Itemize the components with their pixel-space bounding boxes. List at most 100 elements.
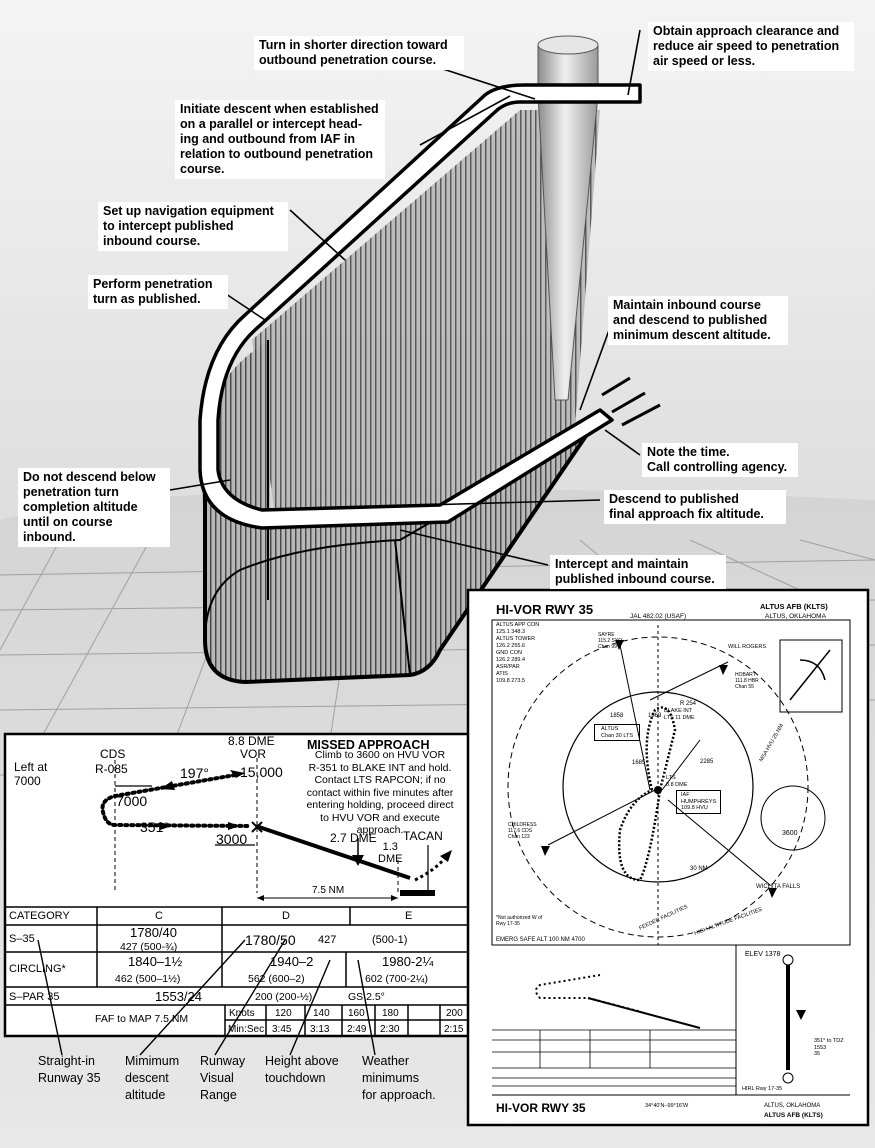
plate-sayre: SAYRE 115.2 SYO Chan 99 [598,632,623,650]
missed-approach-text: Climb to 3600 on HVU VOR R-351 to BLAKE … [306,749,454,836]
plate-coords: 34°40'N–99°16'W [645,1103,689,1109]
alt-15000-label: 15,000 [240,764,283,780]
callout-initiate-descent: Initiate descent when established on a p… [175,100,385,179]
label-weather-minimums: Weather minimums for approach. [362,1054,436,1102]
category-d-header: D [282,910,290,922]
minsec-200: 2:15 [444,1024,464,1035]
circling-e-minimum: 1980-2¼ [382,954,433,969]
spar-height: 200 (200-½) [255,991,312,1003]
spar-glideslope: GS 2.5° [348,991,385,1003]
plate-elev-1685: 1685 [632,760,646,766]
dme-2-7-label: 2.7 DME [330,831,377,845]
plate-hobart: HOBART 111.8 HBR Chan 55 [735,672,759,690]
plate-bottom-city: ALTUS, OKLAHOMA [764,1103,820,1109]
spar-row-label: S–PAR 35 [9,991,60,1003]
s35-d-minimum: 1780/50 [245,932,296,948]
missed-approach-title: MISSED APPROACH [307,738,429,752]
plate-elev: ELEV 1378 [745,951,781,958]
knots-140: 140 [313,1008,330,1019]
callout-maintain-inbound: Maintain inbound course and descend to p… [608,296,788,345]
distance-7-5-label: 7.5 NM [312,885,344,896]
label-height-above-touchdown: Height above touchdown [265,1054,339,1085]
plate-bottom-title: HI-VOR RWY 35 [496,1101,586,1115]
circling-c-height: 462 (500–1½) [115,973,180,985]
callout-do-not-descend: Do not descend below penetration turn co… [18,468,170,547]
plate-airport: ALTUS AFB (KLTS) [760,602,828,611]
knots-160: 160 [348,1008,365,1019]
plate-blake: BLAKE INT LTS 11 DME [664,708,695,721]
plate-childress: CHILDRESS 117.6 CDS Chan 123 [508,822,537,840]
plate-r254: R 254 [680,701,697,707]
callout-turn-shorter-direction: Turn in shorter direction toward outboun… [254,36,464,70]
tacan-label: TACAN [403,829,443,843]
label-straight-in: Straight-in Runway 35 [38,1054,101,1085]
plate-will-rogers: WILL ROGERS [728,644,766,650]
profile-labels: CDS R-085 8.8 DME VOR 15,000 7000 3000 1… [9,734,464,1035]
plate-elev-1869: 1869 [648,713,662,719]
s35-d-height: 427 [318,934,336,946]
callout-leaders [169,29,641,566]
callout-intercept-inbound: Intercept and maintain published inbound… [550,555,726,589]
callout-descend-faf: Descend to published final approach fix … [604,490,786,524]
plate-elev-2285: 2285 [700,759,714,765]
plate-title: HI-VOR RWY 35 [496,602,593,617]
minsec-120: 3:45 [272,1024,292,1035]
minsec-140: 3:13 [310,1024,330,1035]
plate-runway-info: 351° to TDZ 1553 35 [814,1038,844,1057]
plate-altus-box: ALTUS Chan 30 LTS [594,724,641,741]
flight-path-ribbon [198,83,661,530]
s35-c-minimum: 1780/40 [130,925,177,940]
circling-d-minimum: 1940–2 [270,954,313,969]
label-runway-visual-range: Runway Visual Range [200,1054,246,1102]
s35-c-height: 427 (500-¾) [120,941,177,953]
callout-penetration-turn: Perform penetration turn as published. [88,275,228,309]
circling-c-minimum: 1840–1½ [128,954,182,969]
plate-bottom-airport: ALTUS AFB (KLTS) [764,1112,823,1119]
profile-left-at-7000: Left at 7000 [14,760,48,788]
circling-e-height: 602 (700-2¼) [365,973,428,985]
minsec-label: Min:Sec [228,1024,264,1035]
approach-plate [466,588,870,1127]
knots-180: 180 [382,1008,399,1019]
plate-30nm: 30 NM [690,866,708,872]
minsec-160: 2:49 [347,1024,367,1035]
plate-emerg: EMERG SAFE ALT 100 NM 4700 [496,937,585,943]
cds-label: CDS [100,747,125,761]
category-c-header: C [155,910,163,922]
dme-1-3-label: 1.3 DME [378,841,403,865]
circling-row-label: CIRCLING* [9,963,67,975]
plate-msa-alt: 3600 [782,830,798,837]
heading-197-label: 197° [180,765,209,781]
circling-d-height: 562 (600–2) [248,973,305,985]
callout-obtain-clearance: Obtain approach clearance and reduce air… [648,22,854,71]
cds-radial-label: R-085 [95,762,128,776]
faf-to-map-label: FAF to MAP 7.5 NM [95,1013,188,1025]
plate-comms: ALTUS APP CON 125.1 348.3 ALTUS TOWER 12… [496,622,540,684]
knots-200: 200 [446,1008,463,1019]
heading-351-label: 351° [140,819,169,835]
knots-label: Knots [229,1008,255,1019]
plate-not-authorized: *Not authorized W of Rwy 17-35 [496,915,543,927]
plate-hirl: HIRL Rwy 17-35 [742,1086,782,1092]
plate-iaf: IAF HUMPHREYS 109.8 HVU [676,790,722,814]
callout-navigation-equipment: Set up navigation equipment to intercept… [98,202,288,251]
label-minimum-descent-altitude: Mimimum descent altitude [125,1054,180,1102]
knots-120: 120 [275,1008,292,1019]
s35-e-visibility: (500-1) [372,934,407,946]
s35-row-label: S–35 [9,933,35,945]
category-header: CATEGORY [9,910,70,922]
plate-city: ALTUS, OKLAHOMA [765,613,827,620]
plate-lts-dme: LTS 8.8 DME [666,775,688,788]
plate-jal: JAL 482.02 (USAF) [630,613,686,620]
alt-3000-label: 3000 [216,831,247,847]
label-pointers [37,939,376,1056]
plate-elev-1858: 1858 [610,713,624,719]
callout-note-time: Note the time. Call controlling agency. [642,443,798,477]
spar-minimum: 1553/24 [155,989,202,1004]
plate-wichita: WICHITA FALLS [756,884,800,890]
minsec-180: 2:30 [380,1024,400,1035]
category-e-header: E [405,910,412,922]
vor-label: VOR [240,747,266,761]
